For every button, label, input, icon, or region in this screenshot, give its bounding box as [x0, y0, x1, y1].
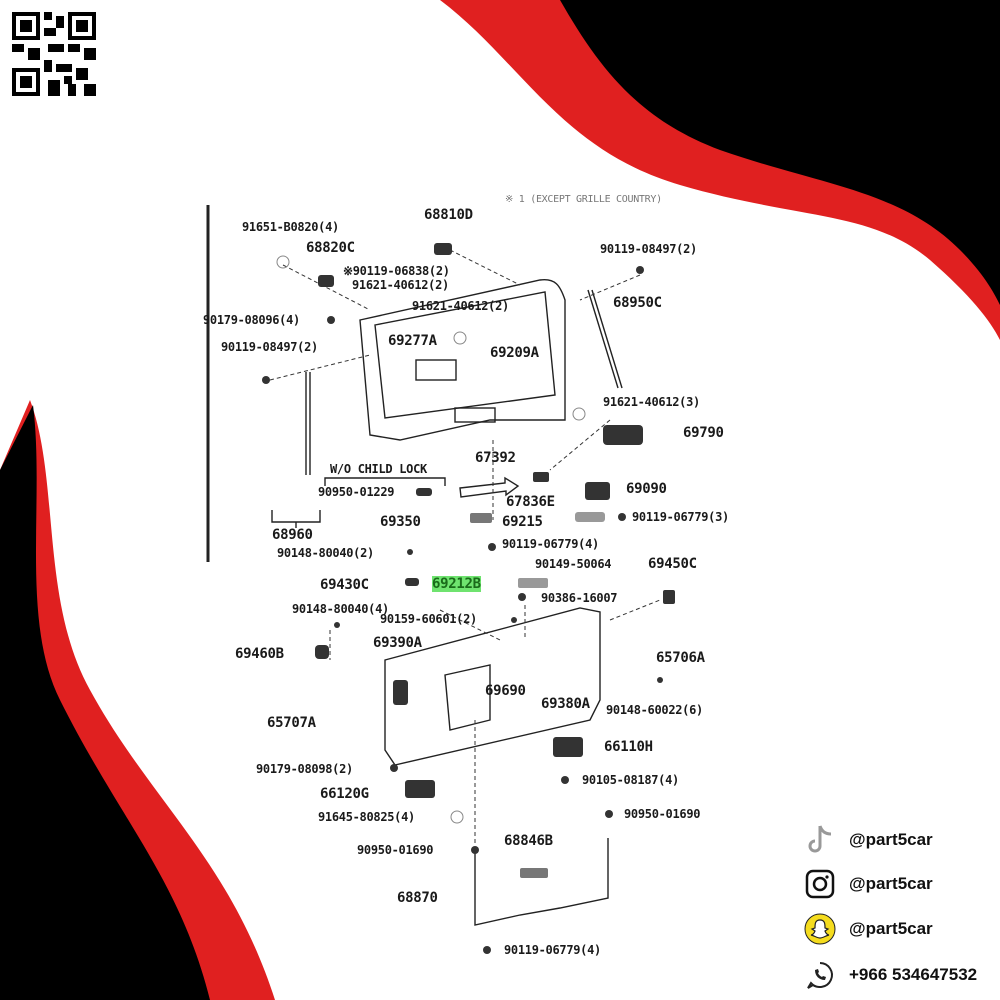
- part-label: 68950C: [613, 295, 662, 311]
- part-label: 69450C: [648, 556, 697, 572]
- part-label: 69390A: [373, 635, 422, 651]
- part-label: 68820C: [306, 240, 355, 256]
- part-label: 67836E: [506, 494, 555, 510]
- part-label: 65707A: [267, 715, 316, 731]
- part-label: 69690: [485, 683, 526, 699]
- header-note: ※ 1 (EXCEPT GRILLE COUNTRY): [505, 194, 662, 205]
- social-snapchat[interactable]: @part5car: [803, 912, 933, 946]
- part-label: 69090: [626, 481, 667, 497]
- part-label: 90950-01690: [357, 843, 434, 857]
- part-label: ※90119-06838(2): [343, 264, 450, 278]
- social-instagram[interactable]: @part5car: [803, 867, 933, 901]
- snapchat-icon: [803, 912, 837, 946]
- part-label: 69790: [683, 425, 724, 441]
- part-label: 91621-40612(2): [352, 278, 449, 292]
- part-label: 90119-06779(4): [504, 943, 601, 957]
- social-handle: @part5car: [849, 830, 933, 849]
- part-label: 90148-60022(6): [606, 703, 703, 717]
- part-label: 90119-06779(3): [632, 510, 729, 524]
- social-handle: +966 534647532: [849, 965, 978, 984]
- part-label: 90179-08098(2): [256, 762, 353, 776]
- part-label: 90105-08187(4): [582, 773, 679, 787]
- part-label: 90159-60601(2): [380, 612, 477, 626]
- part-label: 69350: [380, 514, 421, 530]
- part-label: 90149-50064: [535, 557, 612, 571]
- part-label: 69209A: [490, 345, 539, 361]
- instagram-icon: [803, 867, 837, 901]
- part-label: 68846B: [504, 833, 553, 849]
- part-label: 69277A: [388, 333, 437, 349]
- part-label: 65706A: [656, 650, 705, 666]
- social-handle: @part5car: [849, 874, 933, 893]
- part-label: 67392: [475, 450, 516, 466]
- part-label: 90386-16007: [541, 591, 618, 605]
- whatsapp-icon: [803, 958, 837, 992]
- tiktok-icon: [803, 823, 837, 857]
- section-label-child-lock: W/O CHILD LOCK: [330, 462, 427, 476]
- part-label: 66120G: [320, 786, 369, 802]
- part-label: 91621-40612(3): [603, 395, 700, 409]
- highlighted-part-label: 69212B: [432, 576, 481, 592]
- part-label: 90179-08096(4): [203, 313, 300, 327]
- part-label: 69215: [502, 514, 543, 530]
- part-label: 68960: [272, 527, 313, 543]
- qr-code: [12, 12, 96, 96]
- social-whatsapp[interactable]: +966 534647532: [803, 958, 977, 992]
- part-label: 91645-80825(4): [318, 810, 415, 824]
- part-label: 69430C: [320, 577, 369, 593]
- part-label: 90950-01229: [318, 485, 395, 499]
- part-label: 90119-08497(2): [600, 242, 697, 256]
- part-label: 68870: [397, 890, 438, 906]
- part-label: 91621-40612(2): [412, 299, 509, 313]
- social-tiktok[interactable]: @part5car: [803, 823, 933, 857]
- part-label: 66110H: [604, 739, 653, 755]
- part-label: 68810D: [424, 207, 473, 223]
- part-label: 90119-08497(2): [221, 340, 318, 354]
- part-label: 69460B: [235, 646, 284, 662]
- part-label: 91651-B0820(4): [242, 220, 339, 234]
- part-label: 90148-80040(4): [292, 602, 389, 616]
- part-label: 90950-01690: [624, 807, 701, 821]
- part-label: 90148-80040(2): [277, 546, 374, 560]
- part-label: 69380A: [541, 696, 590, 712]
- part-label: 90119-06779(4): [502, 537, 599, 551]
- social-handle: @part5car: [849, 919, 933, 938]
